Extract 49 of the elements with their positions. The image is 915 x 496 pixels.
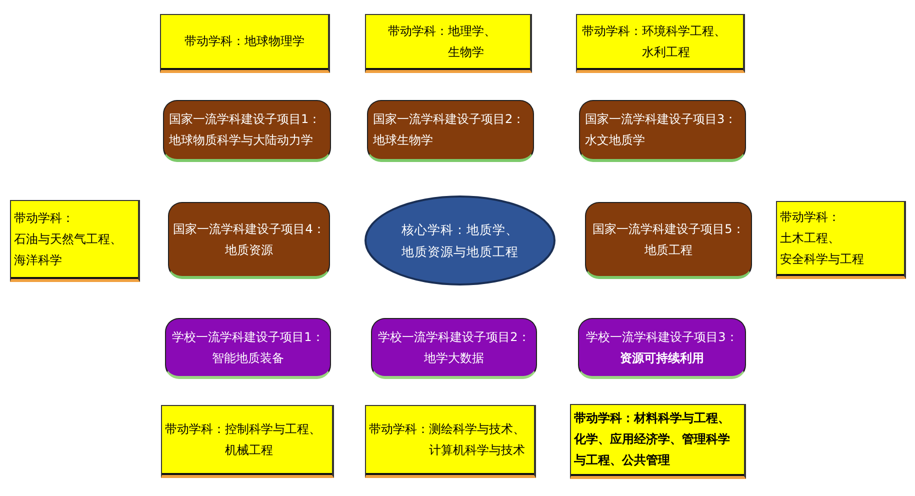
node-heading: 国家一流学科建设子项目3： [585, 111, 737, 128]
node-text: 地球物理学 [244, 33, 304, 50]
node-text: 地质工程 [644, 242, 692, 258]
core-ellipse [364, 195, 556, 286]
node-text: 带动学科：材料科学与工程、化学、应用经济学、管理科学与工程、公共管理 [574, 410, 731, 469]
node-text: 土木工程、安全科学与工程 [780, 230, 865, 268]
node-text: 地学大数据 [424, 350, 484, 366]
discipline-box [365, 14, 532, 73]
node-heading: 带动学科： [165, 420, 225, 438]
discipline-box [160, 14, 330, 73]
node-text: 智能地质装备 [212, 350, 284, 366]
node-heading: 国家一流学科建设子项目1： [169, 111, 321, 128]
discipline-box [570, 404, 746, 479]
node-heading: 国家一流学科建设子项目2： [373, 111, 525, 128]
node-heading: 带动学科： [184, 33, 244, 50]
node-heading: 带动学科： [369, 420, 429, 438]
node-text: 资源可持续利用 [620, 350, 704, 366]
project-box [163, 100, 331, 162]
project-box [578, 318, 746, 379]
node-text: 石油与天然气工程、海洋科学 [14, 230, 123, 268]
node-heading: 带动学科： [388, 22, 448, 40]
node-text: 水文地质学 [585, 132, 645, 149]
node-text: 地球生物学 [373, 132, 433, 149]
node-heading: 带动学科： [14, 210, 74, 226]
project-box [367, 100, 534, 162]
node-heading: 学校一流学科建设子项目3： [586, 328, 738, 346]
discipline-box [365, 405, 536, 478]
node-heading: 国家一流学科建设子项目5： [592, 220, 744, 238]
discipline-box [576, 14, 745, 73]
node-heading: 带动学科： [780, 208, 840, 226]
node-text: 地理学、生物学 [448, 22, 497, 60]
project-box [371, 318, 537, 379]
node-heading: 国家一流学科建设子项目4： [173, 220, 325, 238]
node-text: 地质资源 [225, 242, 273, 258]
node-heading: 学校一流学科建设子项目1： [172, 328, 324, 346]
project-box [579, 100, 746, 162]
node-text: 核心学科：地质学、地质资源与地质工程 [400, 220, 520, 260]
discipline-box [10, 200, 140, 282]
node-text: 环境科学工程、水利工程 [642, 22, 727, 60]
discipline-box [161, 405, 334, 478]
node-text: 测绘科学与技术、计算机科学与技术 [429, 420, 526, 458]
project-box [168, 202, 330, 279]
node-heading: 学校一流学科建设子项目2： [378, 328, 530, 346]
discipline-box [776, 201, 906, 279]
node-text: 地球物质科学与大陆动力学 [169, 132, 313, 149]
node-heading: 带动学科： [582, 22, 642, 40]
project-box [165, 318, 331, 379]
project-box [585, 202, 752, 279]
node-text: 控制科学与工程、机械工程 [225, 420, 322, 458]
